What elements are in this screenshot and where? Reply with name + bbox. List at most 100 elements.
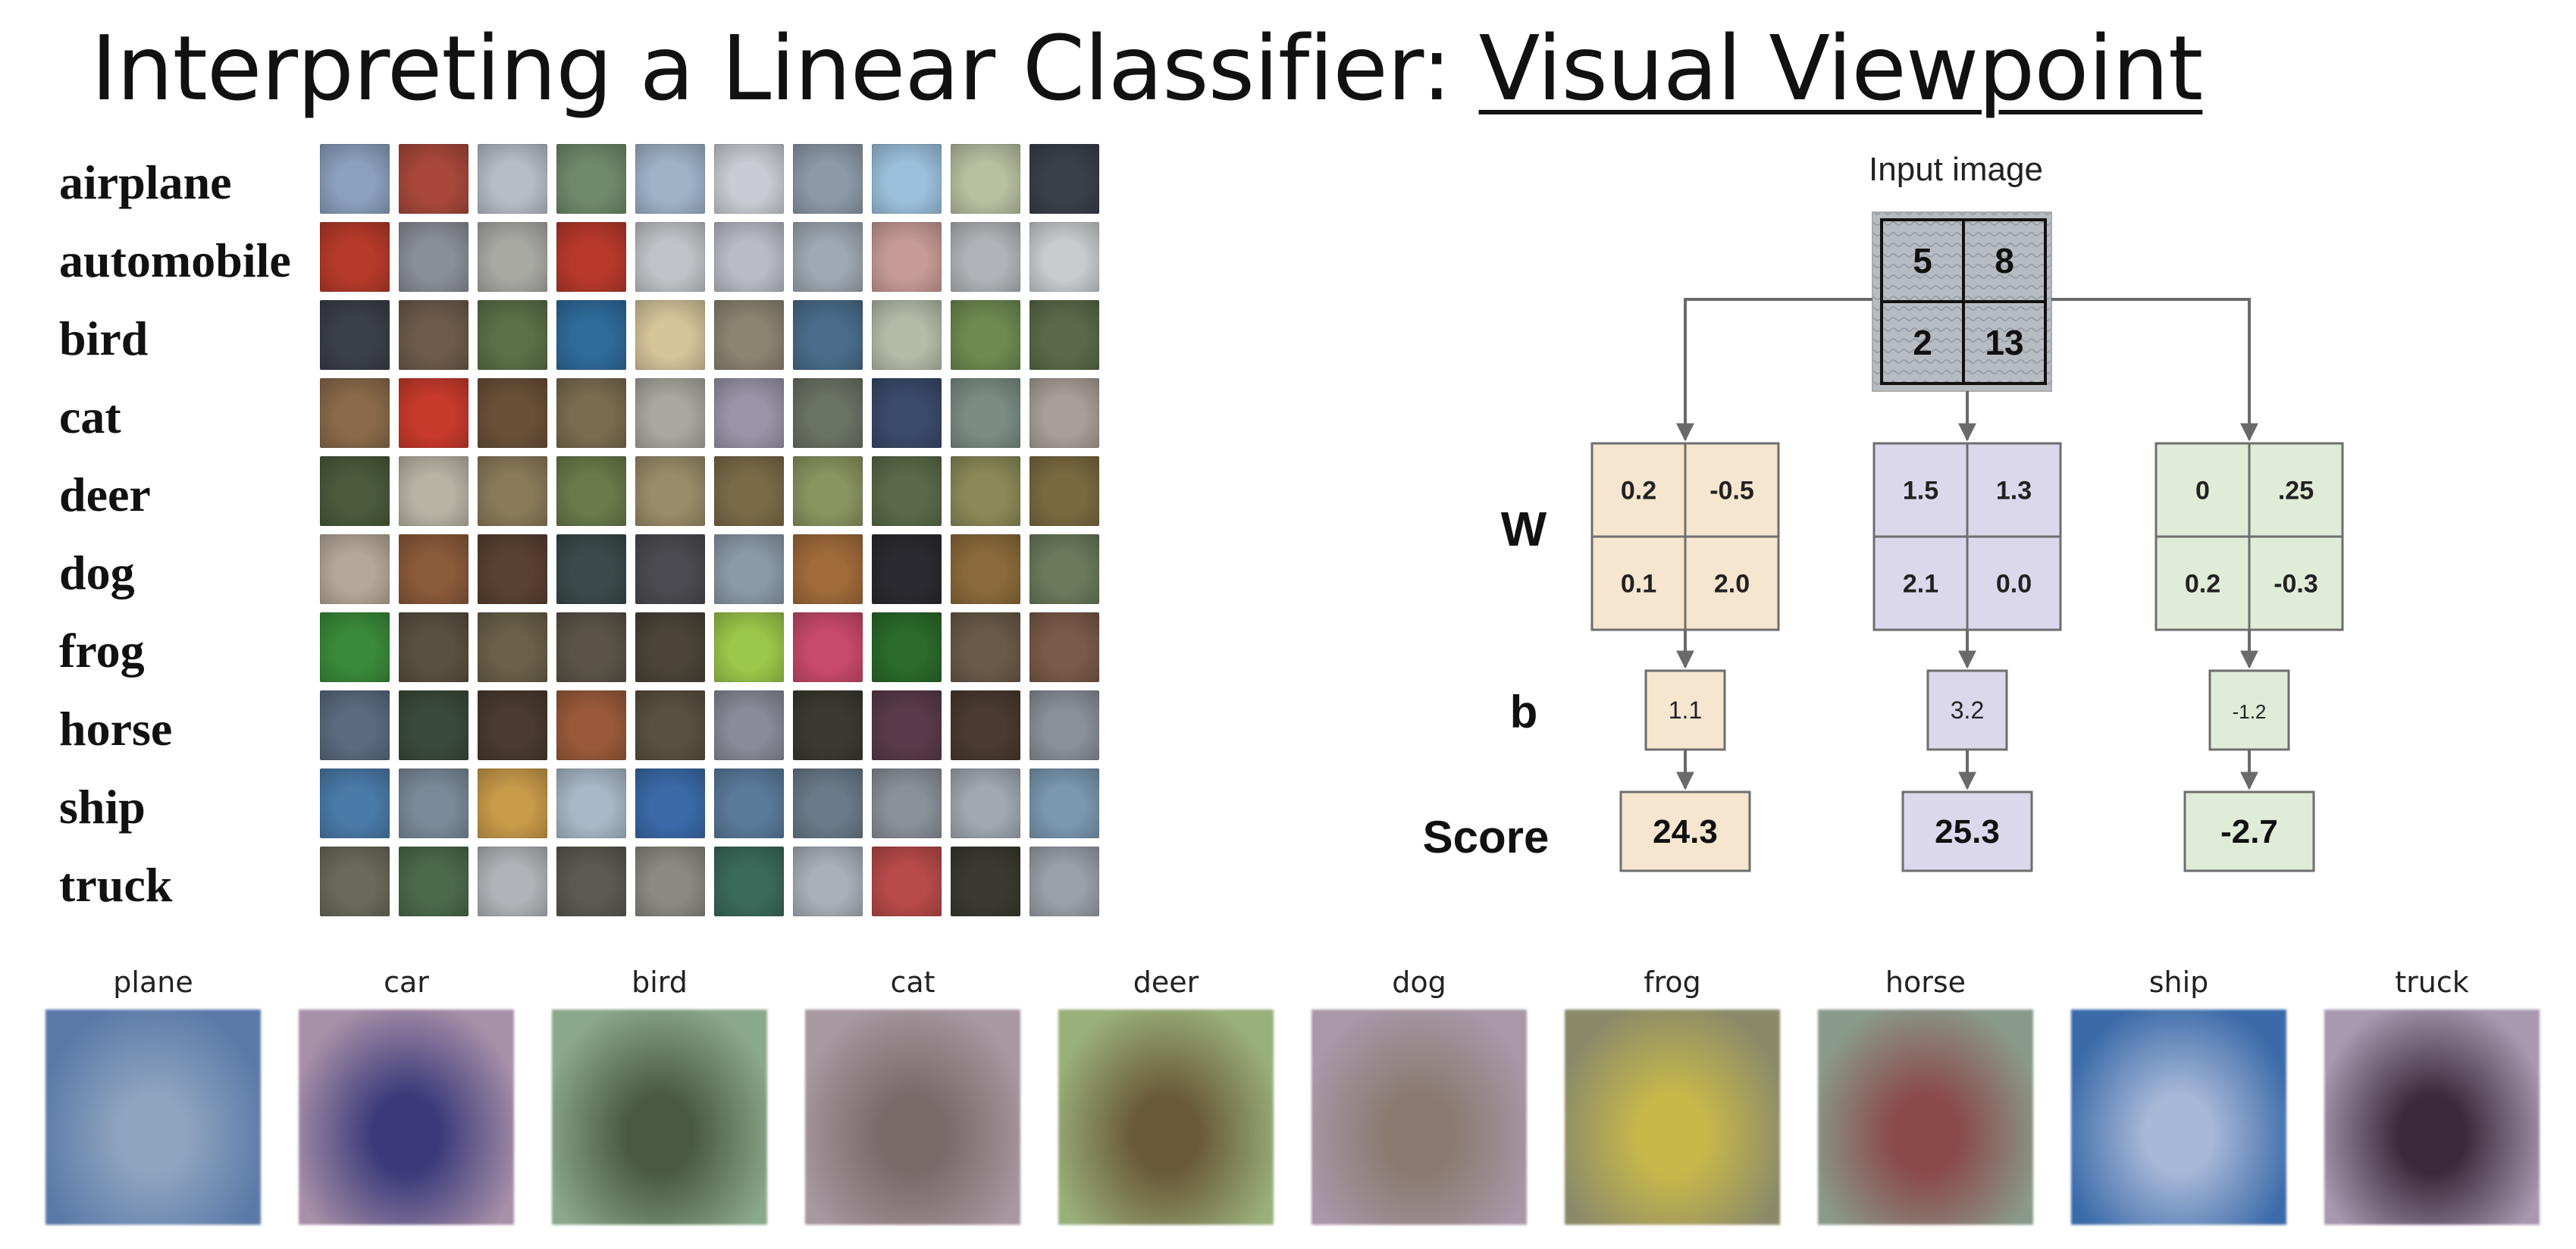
example-image bbox=[556, 144, 626, 214]
input-image-label: Input image bbox=[1869, 151, 2043, 188]
score-value: 25.3 bbox=[1935, 813, 2000, 850]
weight-value: 0 bbox=[2195, 477, 2210, 506]
template-image bbox=[805, 1010, 1020, 1225]
example-image bbox=[793, 690, 863, 760]
class-label: horse bbox=[59, 702, 173, 756]
bias-box bbox=[1926, 669, 2008, 751]
cifar-class-row: automobile bbox=[59, 222, 1120, 299]
example-image bbox=[320, 378, 390, 448]
template-label: bird bbox=[631, 966, 688, 999]
example-image bbox=[556, 612, 626, 682]
class-template: deer bbox=[1058, 963, 1274, 1225]
score-value: 24.3 bbox=[1653, 813, 1718, 850]
score-value: -2.7 bbox=[2220, 813, 2278, 850]
example-image bbox=[714, 847, 784, 916]
example-image bbox=[1029, 847, 1099, 916]
example-image bbox=[951, 690, 1020, 760]
example-image bbox=[399, 222, 469, 292]
template-image bbox=[299, 1010, 514, 1225]
weight-value: 0.1 bbox=[1621, 570, 1656, 599]
cifar-class-row: ship bbox=[59, 768, 1120, 846]
example-image bbox=[399, 378, 469, 448]
cifar-class-row: horse bbox=[59, 690, 1120, 768]
weight-value: 2.0 bbox=[1714, 570, 1750, 599]
template-image bbox=[1312, 1010, 1527, 1225]
weight-value: 1.3 bbox=[1996, 477, 2032, 506]
example-image bbox=[320, 847, 390, 916]
example-image bbox=[635, 768, 705, 838]
example-image bbox=[793, 144, 863, 214]
example-image bbox=[872, 144, 942, 214]
class-label: frog bbox=[59, 624, 145, 678]
example-image bbox=[1029, 612, 1099, 682]
example-image bbox=[320, 612, 390, 682]
class-template: cat bbox=[805, 963, 1020, 1225]
example-image bbox=[951, 300, 1020, 370]
example-image bbox=[399, 534, 469, 604]
example-image bbox=[714, 456, 784, 526]
template-image bbox=[1058, 1010, 1274, 1225]
example-image bbox=[556, 300, 626, 370]
example-image bbox=[635, 612, 705, 682]
example-image bbox=[478, 612, 547, 682]
w-row-label: W bbox=[1501, 502, 1547, 556]
example-image bbox=[951, 378, 1020, 448]
example-image bbox=[1029, 456, 1099, 526]
template-label: ship bbox=[2148, 966, 2209, 999]
example-image bbox=[478, 847, 547, 916]
class-label: bird bbox=[59, 311, 149, 365]
cifar-class-row: deer bbox=[59, 456, 1120, 534]
arrow-to-w1 bbox=[1676, 298, 1872, 442]
class-template: ship bbox=[2071, 963, 2286, 1225]
example-image bbox=[320, 690, 390, 760]
template-label: truck bbox=[2395, 966, 2469, 999]
template-label: frog bbox=[1644, 966, 1701, 999]
example-image bbox=[399, 300, 469, 370]
example-image bbox=[1029, 690, 1099, 760]
template-image bbox=[45, 1010, 261, 1225]
class-column: 0.250.2-0.3-1.2-2.7 bbox=[2155, 442, 2344, 872]
class-label: cat bbox=[59, 390, 121, 443]
class-label: airplane bbox=[59, 155, 232, 209]
example-image bbox=[635, 534, 705, 604]
template-label: plane bbox=[113, 966, 193, 999]
example-image bbox=[399, 847, 469, 916]
example-image bbox=[478, 222, 547, 292]
slide-title: Interpreting a Linear Classifier: Visual… bbox=[91, 8, 2203, 129]
score-box bbox=[2183, 790, 2315, 872]
weight-value: 0.2 bbox=[1621, 477, 1656, 506]
example-image bbox=[793, 534, 863, 604]
example-image bbox=[635, 456, 705, 526]
template-label: dog bbox=[1392, 966, 1446, 999]
example-image bbox=[951, 144, 1020, 214]
class-template: truck bbox=[2324, 963, 2540, 1225]
example-image bbox=[1029, 768, 1099, 838]
example-image bbox=[872, 768, 942, 838]
weight-value: .25 bbox=[2278, 477, 2314, 506]
cifar-class-row: cat bbox=[59, 378, 1120, 455]
example-image bbox=[1029, 534, 1099, 604]
example-image bbox=[399, 768, 469, 838]
example-image bbox=[714, 768, 784, 838]
example-image bbox=[872, 222, 942, 292]
example-image bbox=[399, 612, 469, 682]
example-image bbox=[793, 768, 863, 838]
example-image bbox=[1029, 222, 1099, 292]
example-image bbox=[320, 222, 390, 292]
class-template: horse bbox=[1818, 963, 2033, 1225]
example-image bbox=[951, 222, 1020, 292]
example-image bbox=[635, 222, 705, 292]
example-image bbox=[1029, 144, 1099, 214]
bias-value: 1.1 bbox=[1669, 696, 1702, 724]
example-image bbox=[320, 456, 390, 526]
cifar-class-row: bird bbox=[59, 300, 1120, 377]
score-row-label: Score bbox=[1423, 812, 1550, 862]
example-image bbox=[556, 768, 626, 838]
example-image bbox=[951, 456, 1020, 526]
example-image bbox=[872, 690, 942, 760]
template-label: cat bbox=[890, 966, 935, 999]
b-row-label: b bbox=[1510, 687, 1538, 737]
